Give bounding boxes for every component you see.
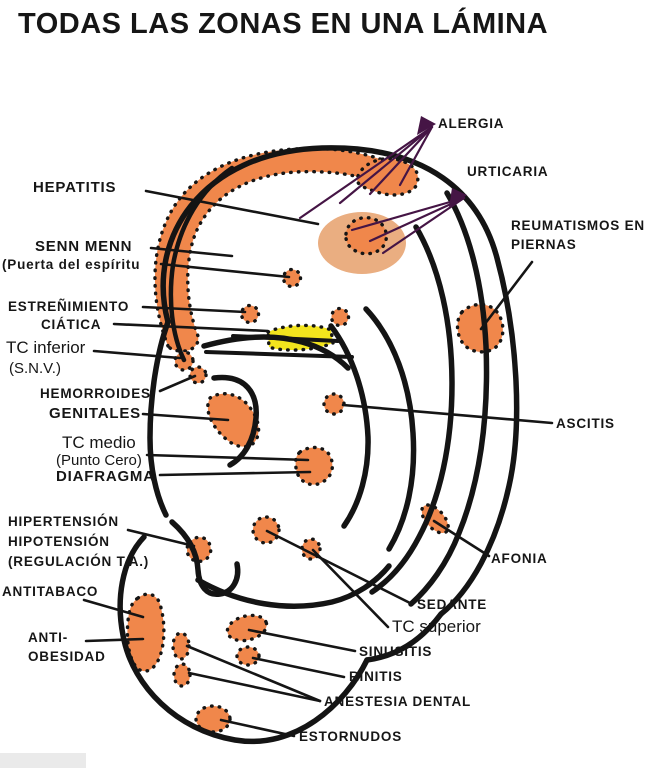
leader-hipertension [126,528,196,548]
fan-alergia-4 [398,125,434,187]
label-genitales: GENITALES [49,405,141,422]
fan-alergia-2 [338,125,434,205]
zone-rinitis [235,645,261,667]
label-reumatismos: REUMATISMOS EN PIERNAS [511,218,645,252]
face-edge [147,319,171,518]
leader-senn-menn [149,246,234,258]
zone-senn-menn-point [281,267,303,289]
label-regulacion: (REGULACIÓN T.A.) [8,554,150,569]
label-afonia: AFONIA [491,551,548,566]
zone-urticaria-point [344,215,389,256]
antitragus-edge [364,611,444,663]
scan-artifact [0,753,86,768]
label-urticaria: URTICARIA [467,164,549,179]
leader-genitales [141,412,230,422]
zone-ascitis [322,392,346,416]
label-rinitis: RINITIS [349,669,403,684]
label-hipertension: HIPERTENSIÓN [8,514,119,529]
fan-alergia-3 [368,125,434,196]
leader-anestesia-2 [187,671,322,703]
label-hipotension: HIPOTENSIÓN [8,534,110,549]
zone-antitabaco-antiobesidad [125,592,166,673]
leader-ciatica [112,322,270,333]
label-estrenimiento: ESTREÑIMIENTO [8,299,130,314]
leader-afonia [432,519,491,558]
label-sinusitis: SINUSITIS [359,644,433,659]
ear-outline [117,145,520,745]
antihelix-ridge [369,224,455,595]
page-title: TODAS LAS ZONAS EN UNA LÁMINA [18,8,549,40]
fan-urticaria-2 [368,196,466,243]
inner-helix-rim-right [408,190,490,607]
label-hepatitis: HEPATITIS [33,179,117,196]
label-tc-inferior: TC inferior [6,338,86,357]
zone-genitales [206,392,261,449]
crus-inferior [211,374,259,468]
leader-reumatismos [479,260,534,331]
leader-hemorroides [158,374,197,393]
label-diafragma: DIAFRAGMA [56,468,155,485]
lobe-outline [117,534,370,745]
leader-rinitis [251,656,346,679]
antihelix-inner [363,306,417,552]
zone-tc-medio-diafragma [293,445,335,487]
label-punto-cero: (Punto Cero) [56,452,142,469]
leader-ascitis [341,403,554,425]
leader-tc-inferior [92,349,182,360]
label-anestesia-dental: ANESTESIA DENTAL [324,694,472,709]
label-ascitis: ASCITIS [556,416,615,431]
leader-sedante [265,529,414,606]
zone-estrenimiento-point [239,303,261,325]
zone-anestesia-dental-lower [172,662,192,688]
leader-antitabaco [82,598,145,619]
concha-bottom [195,563,392,609]
fan-alergia-arrowhead [417,116,436,135]
label-snv: (S.N.V.) [9,360,61,377]
concha-rim [328,323,371,529]
leader-diafragma [158,470,312,477]
leader-estrenimiento [141,305,247,314]
label-alergia: ALERGIA [438,116,505,131]
label-puerta-espiritu: (Puerta del espíritu [2,257,141,272]
label-tc-medio: TC medio [62,433,136,452]
label-tc-superior: TC superior [392,617,481,636]
label-antitabaco: ANTITABACO [2,584,99,599]
zone-sinusitis [225,613,269,643]
fan-urticaria-arrowhead [449,188,467,207]
fan-urticaria-1 [350,196,466,232]
fan-alergia-1 [298,125,434,220]
zone-middle-point [329,306,351,328]
leader-tc-superior [311,548,390,629]
leader-lines [82,189,554,738]
label-anti: ANTI- [28,630,68,645]
leader-puerta-espiritu [159,262,291,279]
leader-tc-medio [145,453,310,462]
leader-sinusitis [247,628,357,653]
leader-hepatitis [144,189,320,226]
label-ciatica: CIÁTICA [41,317,102,332]
leader-estornudos [219,718,296,738]
leader-anestesia-1 [185,644,322,703]
zone-sedante [251,515,281,545]
fan-urticaria-3 [381,196,466,255]
label-senn-menn: SENN MENN [35,238,133,255]
label-obesidad: OBESIDAD [28,649,106,664]
crus-line-lower [204,350,354,359]
fan-lines [298,125,466,255]
zone-hepatitis-helix-band [153,146,419,353]
label-hemorroides: HEMORROIDES [40,386,151,401]
crus-line-upper [231,334,340,343]
label-estornudos: ESTORNUDOS [299,729,403,744]
zone-hemorroides-point [188,365,208,385]
label-sedante: SEDANTE [417,597,488,612]
leader-antiobesidad [84,637,145,643]
